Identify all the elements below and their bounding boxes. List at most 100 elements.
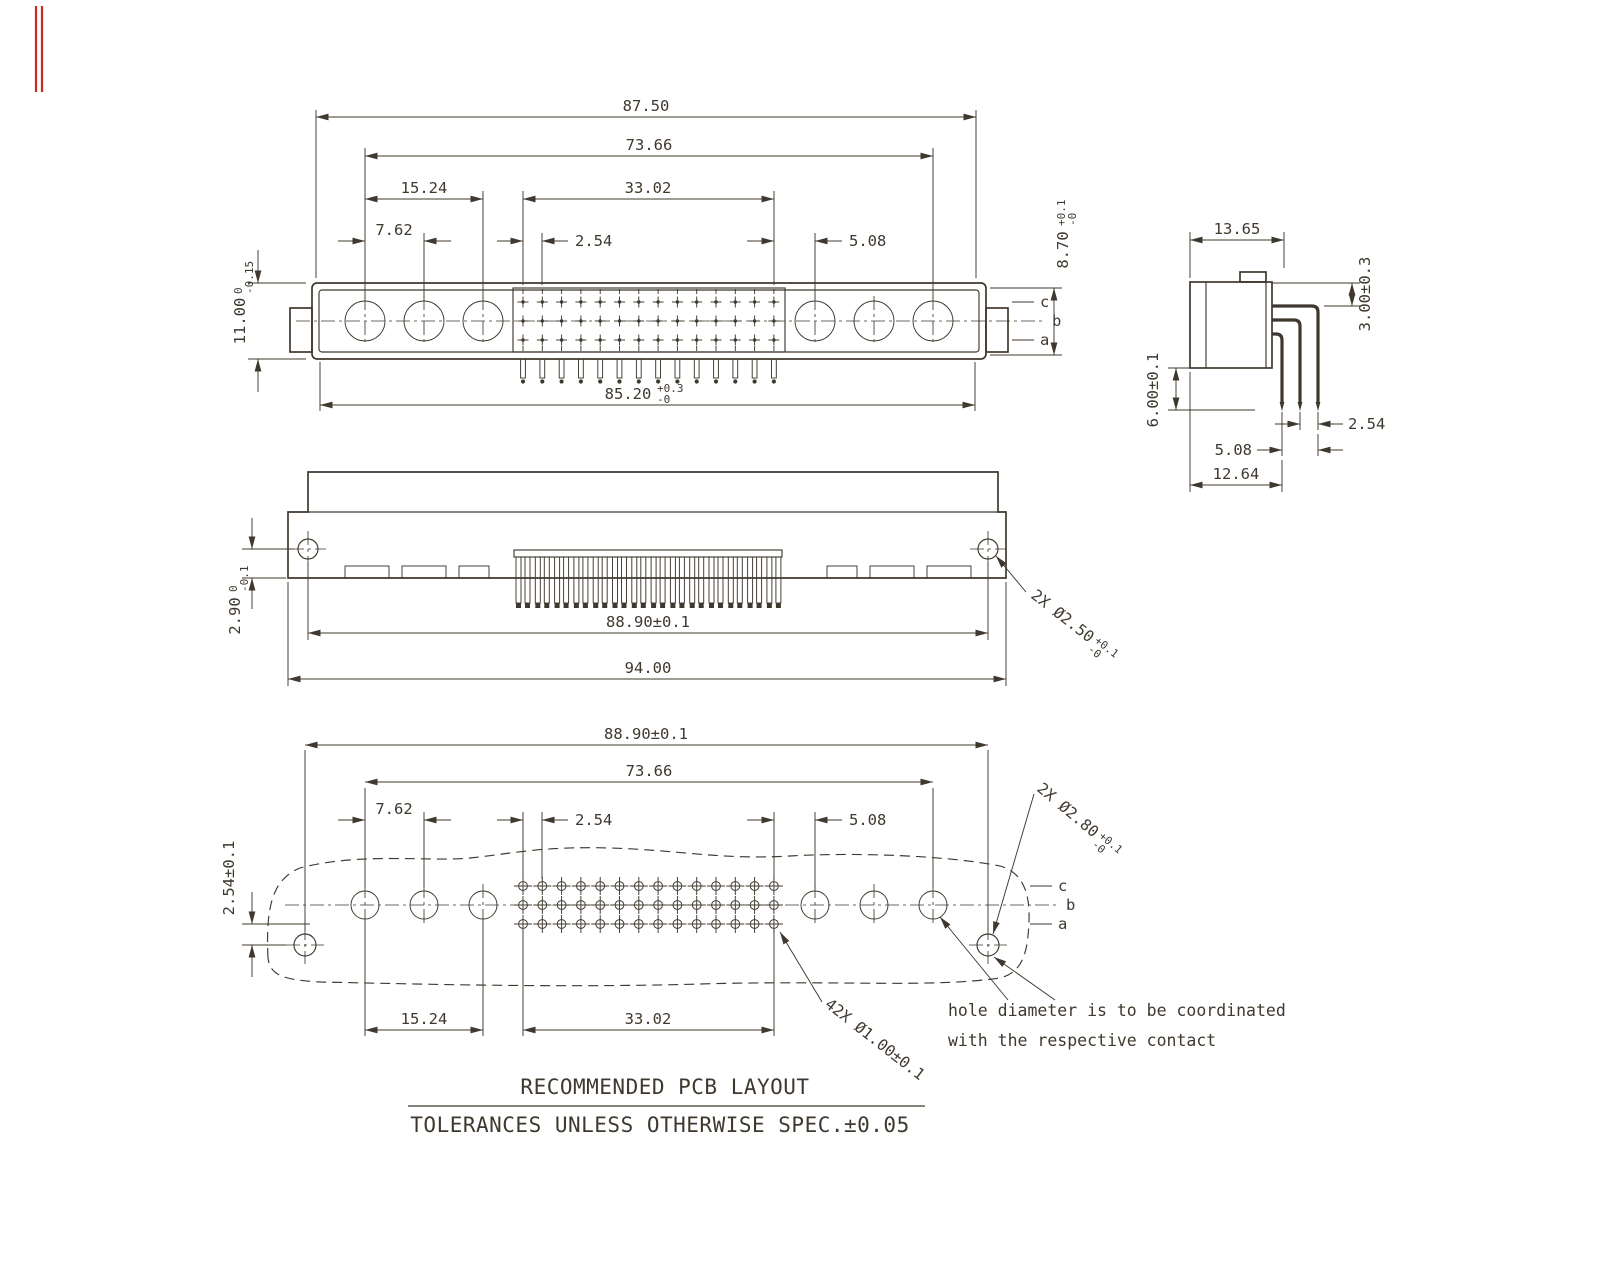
svg-text:2.54±0.1: 2.54±0.1	[220, 841, 238, 916]
front-pin	[598, 319, 602, 323]
pcb-mount-hole-callout: 2X Ø2.80 +0.1 -0	[1033, 779, 1125, 856]
front-pin	[637, 300, 641, 304]
front-pin	[772, 300, 776, 304]
front-signal-pins	[517, 289, 780, 351]
front-pin	[559, 338, 564, 342]
front-pin	[559, 300, 564, 304]
front-pin	[579, 338, 583, 342]
top-pin	[534, 556, 541, 604]
front-body-outline	[311, 282, 987, 360]
dim-side-pin-drop: 3.00±0.3	[1356, 257, 1374, 332]
front-pin	[521, 319, 525, 323]
front-tail	[539, 358, 546, 379]
front-pin	[656, 319, 660, 323]
front-left-ear	[289, 307, 313, 353]
svg-text:+0.3: +0.3	[657, 382, 684, 395]
front-pin	[617, 300, 622, 304]
front-pin	[695, 300, 699, 304]
front-pin	[656, 338, 660, 342]
front-pin	[714, 319, 718, 323]
top-view: 2.90 0 -0.1 88.90±0.1 94.00 2X Ø2.50 +0.…	[226, 471, 1121, 686]
top-pin	[669, 556, 676, 604]
top-pin	[592, 556, 599, 604]
pcb-note-line1: hole diameter is to be coordinated	[948, 1001, 1286, 1020]
front-pin	[656, 300, 660, 304]
svg-text:8.70: 8.70	[1054, 231, 1072, 268]
front-pin	[733, 300, 737, 304]
pcb-row-label-b: b	[1066, 896, 1075, 914]
front-tail	[713, 358, 719, 379]
front-pin-field-box	[512, 287, 786, 353]
front-pin	[695, 338, 699, 342]
dim-side-body-height: 6.00±0.1	[1144, 353, 1162, 428]
front-pin	[772, 338, 776, 342]
pcb-layout-view: 88.90±0.1 73.66 7.62 2.54 5.08 2.54±0.1 …	[220, 725, 1286, 1084]
pcb-contact-holes	[350, 884, 948, 926]
svg-text:-0: -0	[657, 393, 670, 406]
pcb-footprint-outline	[267, 847, 1030, 987]
front-tail	[578, 358, 584, 379]
front-pin	[617, 319, 622, 323]
top-pin-tails	[515, 556, 782, 608]
front-pin	[579, 319, 583, 323]
pcb-row-label-a: a	[1058, 915, 1067, 933]
top-polarizing-slots	[344, 565, 972, 579]
top-pin	[612, 556, 618, 604]
dim-pcb-contact-span: 73.66	[626, 762, 673, 780]
front-pin	[675, 300, 680, 304]
front-pin	[559, 319, 564, 323]
front-pin	[772, 319, 776, 323]
front-solder-tails	[520, 358, 777, 384]
svg-text:-0.1: -0.1	[238, 566, 251, 593]
front-pin	[598, 300, 602, 304]
front-pin	[675, 338, 680, 342]
dim-front-body-height: 11.00 0 -0.15	[231, 261, 256, 344]
dim-front-5-08: 5.08	[849, 232, 886, 250]
svg-text:0: 0	[227, 585, 240, 592]
pcb-pin-hole-callout: 42X Ø1.00±0.1	[822, 995, 929, 1084]
top-pin	[515, 556, 522, 604]
top-pin	[573, 556, 580, 604]
front-pin	[714, 300, 718, 304]
row-label-a: a	[1040, 331, 1049, 349]
dim-front-left-pitch: 15.24	[401, 179, 448, 197]
drawing-title: RECOMMENDED PCB LAYOUT	[520, 1075, 809, 1099]
side-view: 13.65 3.00±0.3 6.00±0.1 2.54 5.08 12.64	[1144, 220, 1385, 492]
front-pin	[598, 338, 602, 342]
row-label-b: b	[1052, 312, 1061, 330]
dim-pcb-5-08: 5.08	[849, 811, 886, 829]
front-pin	[637, 338, 641, 342]
svg-text:+0.1: +0.1	[1055, 200, 1068, 227]
front-pin	[540, 319, 544, 323]
front-pin	[540, 300, 544, 304]
front-pin	[521, 338, 525, 342]
dim-top-edge: 2.90 0 -0.1	[226, 566, 251, 635]
front-contact-cavities	[344, 296, 954, 346]
dim-front-center-span: 33.02	[625, 179, 672, 197]
front-tail	[597, 358, 604, 379]
top-pin	[766, 556, 773, 604]
dim-front-opening-height: 8.70 +0.1 -0	[1054, 200, 1079, 269]
dim-front-7-62: 7.62	[375, 221, 412, 239]
svg-text:42X Ø1.00±0.1: 42X Ø1.00±0.1	[822, 995, 929, 1084]
dim-front-pin-span: 85.20 +0.3 -0	[605, 382, 684, 406]
dim-front-2-54: 2.54	[575, 232, 612, 250]
dim-top-hole-span: 88.90±0.1	[606, 613, 690, 631]
top-pin	[650, 556, 657, 604]
front-tail	[674, 358, 681, 379]
front-pin	[714, 338, 718, 342]
front-pin	[617, 338, 622, 342]
front-tail	[693, 358, 700, 379]
svg-text:-0.15: -0.15	[243, 261, 256, 294]
pcb-row-label-c: c	[1058, 877, 1067, 895]
svg-text:2.90: 2.90	[226, 597, 244, 634]
top-pin	[631, 556, 638, 604]
front-pin	[752, 300, 757, 304]
sheet-frame-mark	[34, 6, 44, 92]
svg-text:11.00: 11.00	[231, 298, 249, 345]
dim-side-width: 13.65	[1214, 220, 1261, 238]
front-pin	[695, 319, 699, 323]
front-tail	[771, 358, 777, 379]
